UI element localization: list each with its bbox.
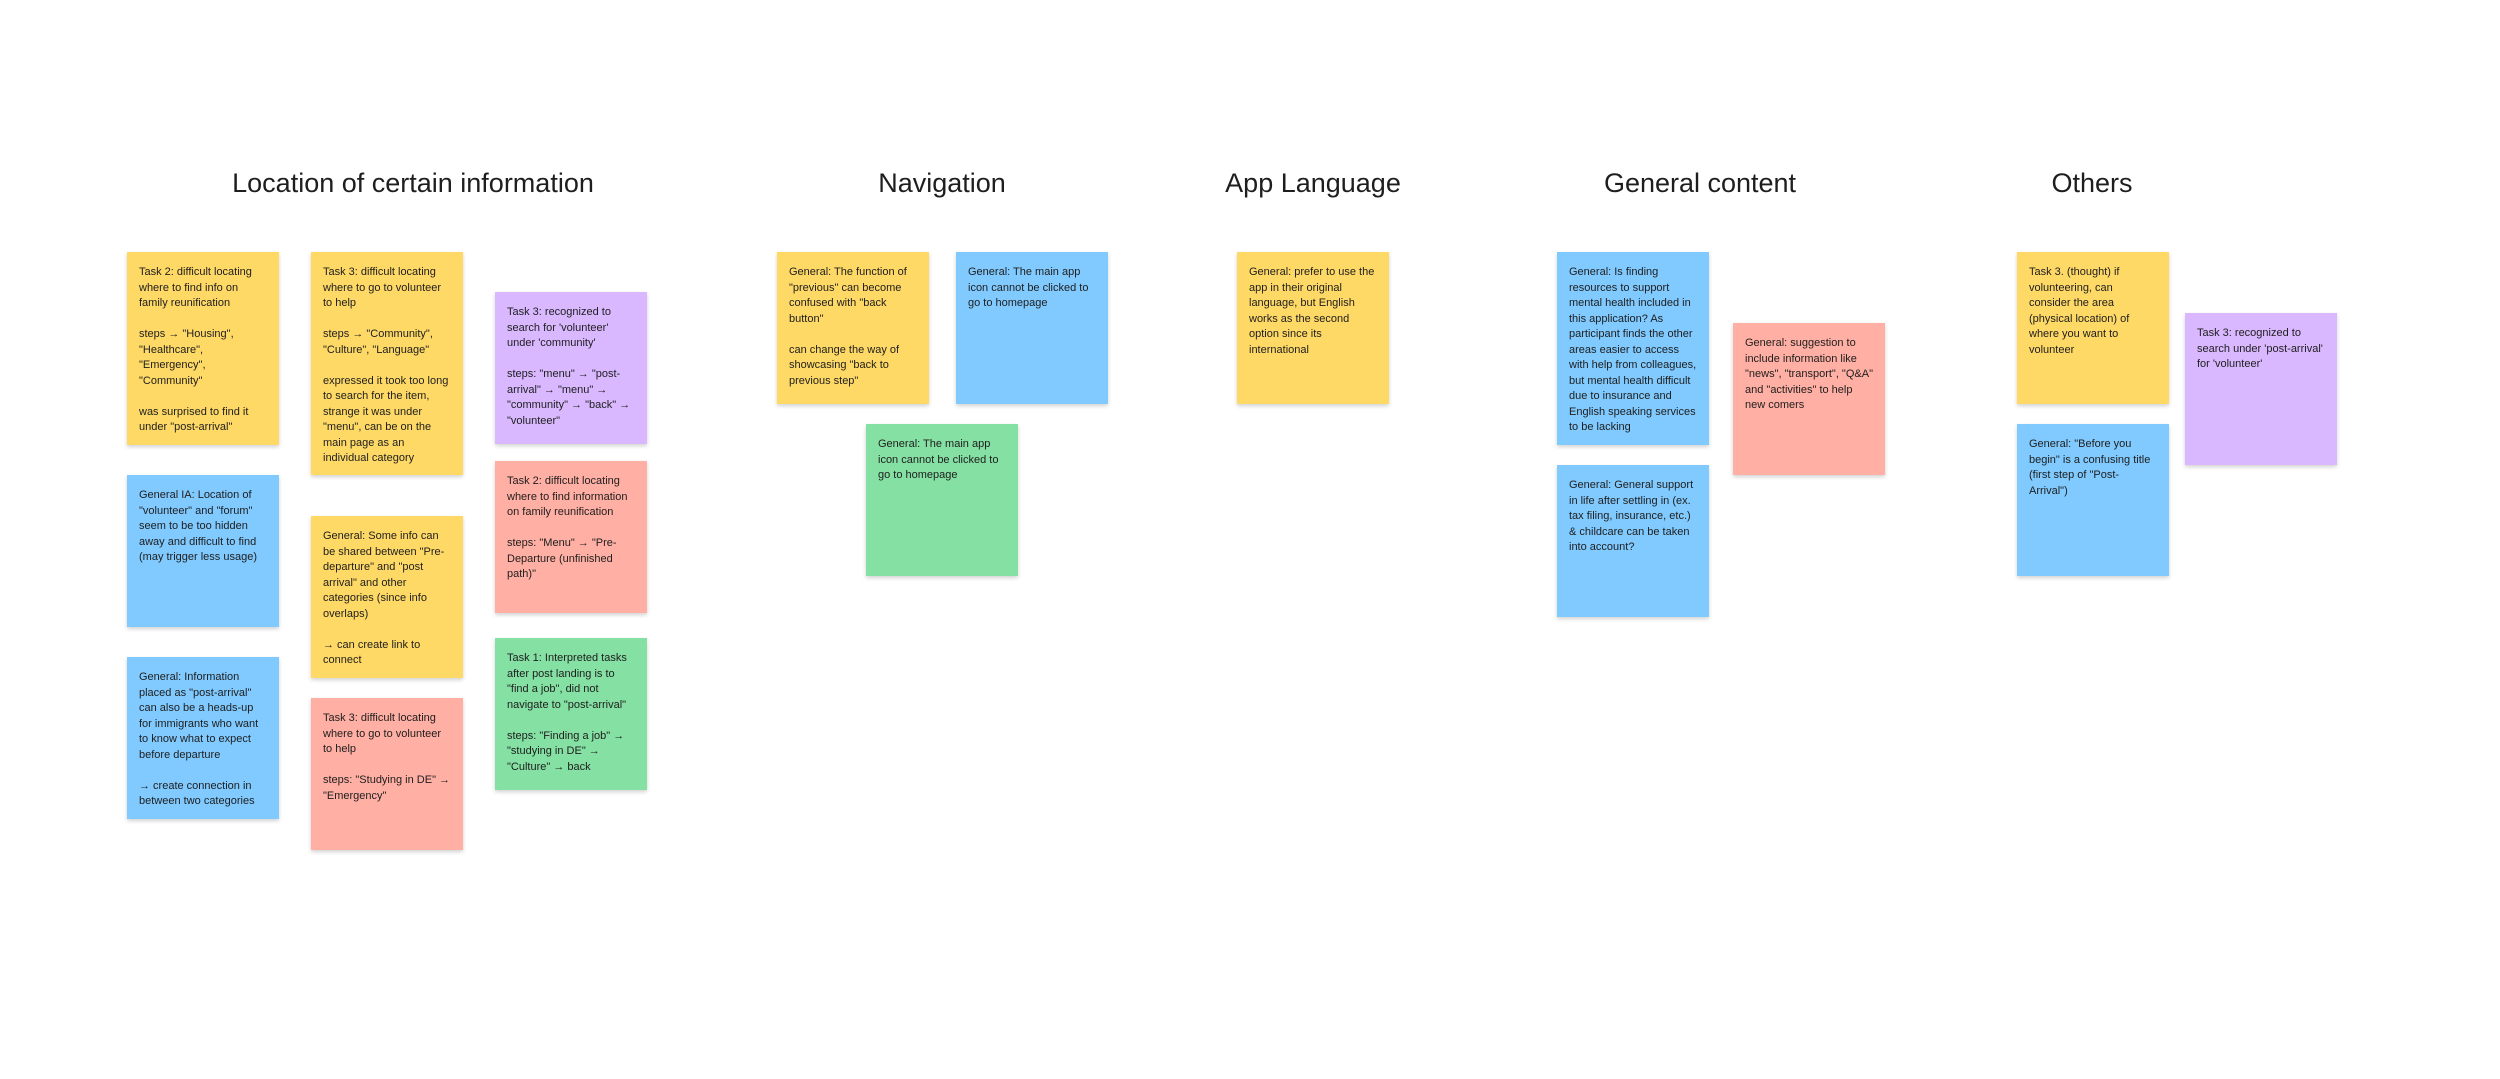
sticky-note[interactable]: General: prefer to use the app in their … — [1237, 252, 1389, 404]
sticky-note[interactable]: Task 2: difficult locating where to find… — [127, 252, 279, 445]
sticky-note[interactable]: Task 3: difficult locating where to go t… — [311, 698, 463, 850]
section-title-location: Location of certain information — [232, 168, 594, 198]
sticky-note[interactable]: General: Is finding resources to support… — [1557, 252, 1709, 445]
sticky-note[interactable]: General: Some info can be shared between… — [311, 516, 463, 678]
sticky-note[interactable]: General: Information placed as "post-arr… — [127, 657, 279, 819]
sticky-note[interactable]: General: The main app icon cannot be cli… — [866, 424, 1018, 576]
sticky-note[interactable]: Task 1: Interpreted tasks after post lan… — [495, 638, 647, 790]
sticky-note[interactable]: General: General support in life after s… — [1557, 465, 1709, 617]
section-title-others: Others — [2051, 168, 2133, 198]
sticky-note[interactable]: General: suggestion to include informati… — [1733, 323, 1885, 475]
sticky-note[interactable]: Task 3. (thought) if volunteering, can c… — [2017, 252, 2169, 404]
sticky-note[interactable]: General: The function of "previous" can … — [777, 252, 929, 404]
sticky-note[interactable]: General: "Before you begin" is a confusi… — [2017, 424, 2169, 576]
section-title-general-content: General content — [1603, 168, 1797, 198]
sticky-note[interactable]: General: The main app icon cannot be cli… — [956, 252, 1108, 404]
sticky-note[interactable]: General IA: Location of "volunteer" and … — [127, 475, 279, 627]
sticky-note[interactable]: Task 2: difficult locating where to find… — [495, 461, 647, 613]
sticky-note[interactable]: Task 3: recognized to search for 'volunt… — [495, 292, 647, 444]
section-title-app-language: App Language — [1225, 168, 1401, 198]
section-title-navigation: Navigation — [878, 168, 1006, 198]
sticky-note[interactable]: Task 3: difficult locating where to go t… — [311, 252, 463, 475]
sticky-note[interactable]: Task 3: recognized to search under 'post… — [2185, 313, 2337, 465]
